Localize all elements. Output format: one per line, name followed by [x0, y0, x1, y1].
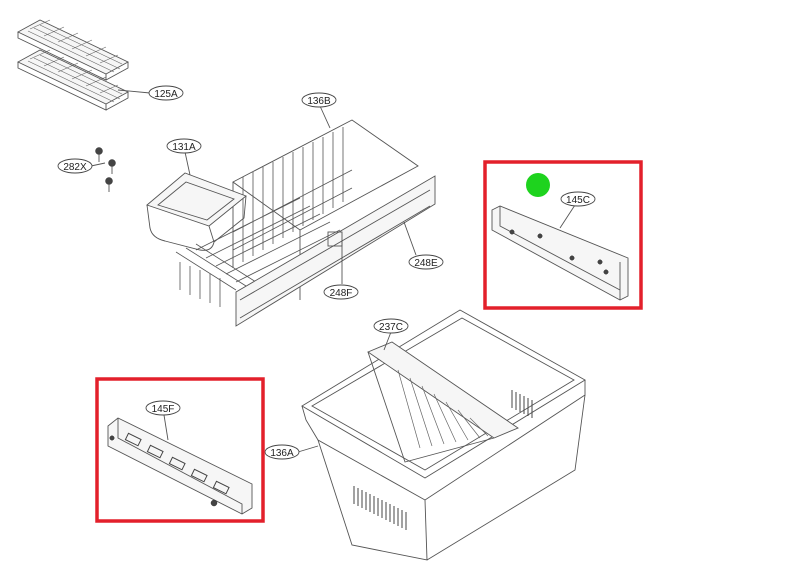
label-136b: 136B: [307, 96, 331, 107]
label-145c: 145C: [566, 195, 590, 206]
callout-237c: 237C: [373, 318, 409, 334]
label-145f: 145F: [152, 404, 175, 415]
label-237c: 237C: [379, 322, 403, 333]
right-cover-part[interactable]: [491, 204, 629, 301]
small-bin-part[interactable]: [146, 151, 247, 251]
left-cover-part[interactable]: [107, 414, 253, 515]
callout-125a: 125A: [148, 85, 184, 101]
highlight-box-right: [483, 160, 643, 310]
label-125a: 125A: [154, 89, 178, 100]
label-248e: 248E: [414, 258, 438, 269]
label-136a: 136A: [270, 448, 294, 459]
marker-dot: [526, 173, 550, 197]
label-248f: 248F: [330, 288, 353, 299]
ice-tray-part[interactable]: [17, 19, 151, 111]
callout-145c: 145C: [560, 191, 596, 207]
callout-145f: 145F: [145, 400, 181, 416]
callout-131a: 131A: [166, 138, 202, 154]
label-131a: 131A: [172, 142, 196, 153]
callout-136b: 136B: [301, 92, 337, 108]
drawer-part[interactable]: [297, 309, 586, 561]
callout-282x: 282X: [57, 158, 93, 174]
label-282x: 282X: [63, 162, 87, 173]
highlight-box-left: [95, 377, 265, 523]
callout-248f: 248F: [323, 284, 359, 300]
callout-248e: 248E: [408, 254, 444, 270]
screw-part[interactable]: [90, 147, 116, 193]
callout-136a: 136A: [264, 444, 300, 460]
